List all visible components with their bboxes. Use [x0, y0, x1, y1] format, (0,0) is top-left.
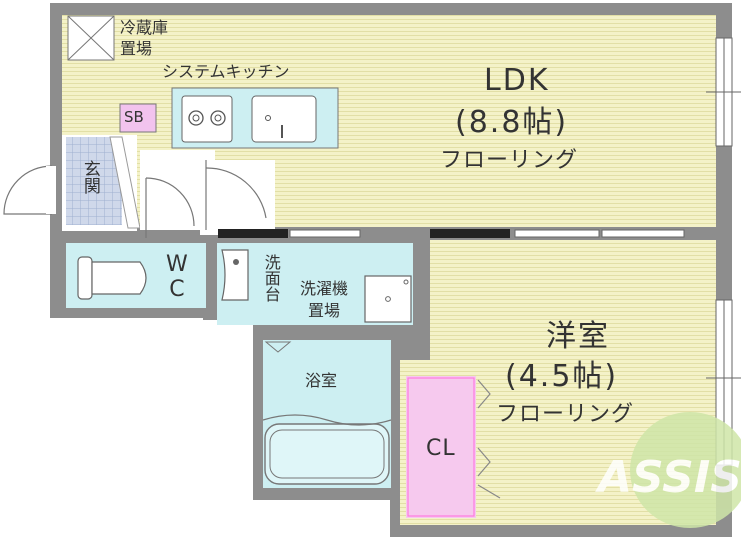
- ldk-floor-type: フローリング: [440, 148, 579, 173]
- closet-floor: [406, 376, 476, 518]
- bathtub: [264, 423, 390, 485]
- washbasin-label: 洗面台: [261, 254, 281, 302]
- toilet-bowl: [91, 261, 147, 295]
- entrance-door: [3, 165, 53, 215]
- ldk-size: (8.8帖): [455, 105, 569, 140]
- partition-door-3: [430, 229, 510, 238]
- partition-door-4: [514, 229, 600, 238]
- kitchen-label: システムキッチン: [162, 62, 290, 81]
- entrance-label: 玄関: [79, 160, 100, 194]
- closet-doors: [477, 379, 501, 499]
- washer-label: 洗濯機 置場: [300, 279, 349, 320]
- washroom-door: [205, 167, 267, 219]
- western-name: 洋室: [546, 319, 610, 354]
- closet-label: CL: [426, 436, 456, 461]
- washer-box: [364, 275, 412, 323]
- toilet-tank: [77, 256, 93, 300]
- partition-door-5: [601, 229, 685, 238]
- ldk-name: LDK: [484, 63, 550, 98]
- partition-door-1: [218, 229, 288, 238]
- sb-label: SB: [124, 108, 144, 126]
- partition-door-2: [289, 229, 361, 238]
- wc-door: [145, 177, 195, 227]
- svg-text:ASSIST: ASSIST: [595, 452, 741, 503]
- fridge-label: 冷蔵庫 置場: [120, 18, 169, 58]
- window-ldk: [706, 37, 741, 147]
- bath-label: 浴室: [305, 371, 338, 390]
- sb-box: [119, 103, 157, 133]
- wc-label: W C: [166, 252, 189, 303]
- western-size: (4.5帖): [505, 359, 619, 394]
- washbasin-shape: [221, 249, 249, 301]
- western-floor-type: フローリング: [496, 402, 635, 427]
- corridor-door-space: [200, 160, 275, 235]
- watermark-logo: ASSIST: [595, 412, 741, 528]
